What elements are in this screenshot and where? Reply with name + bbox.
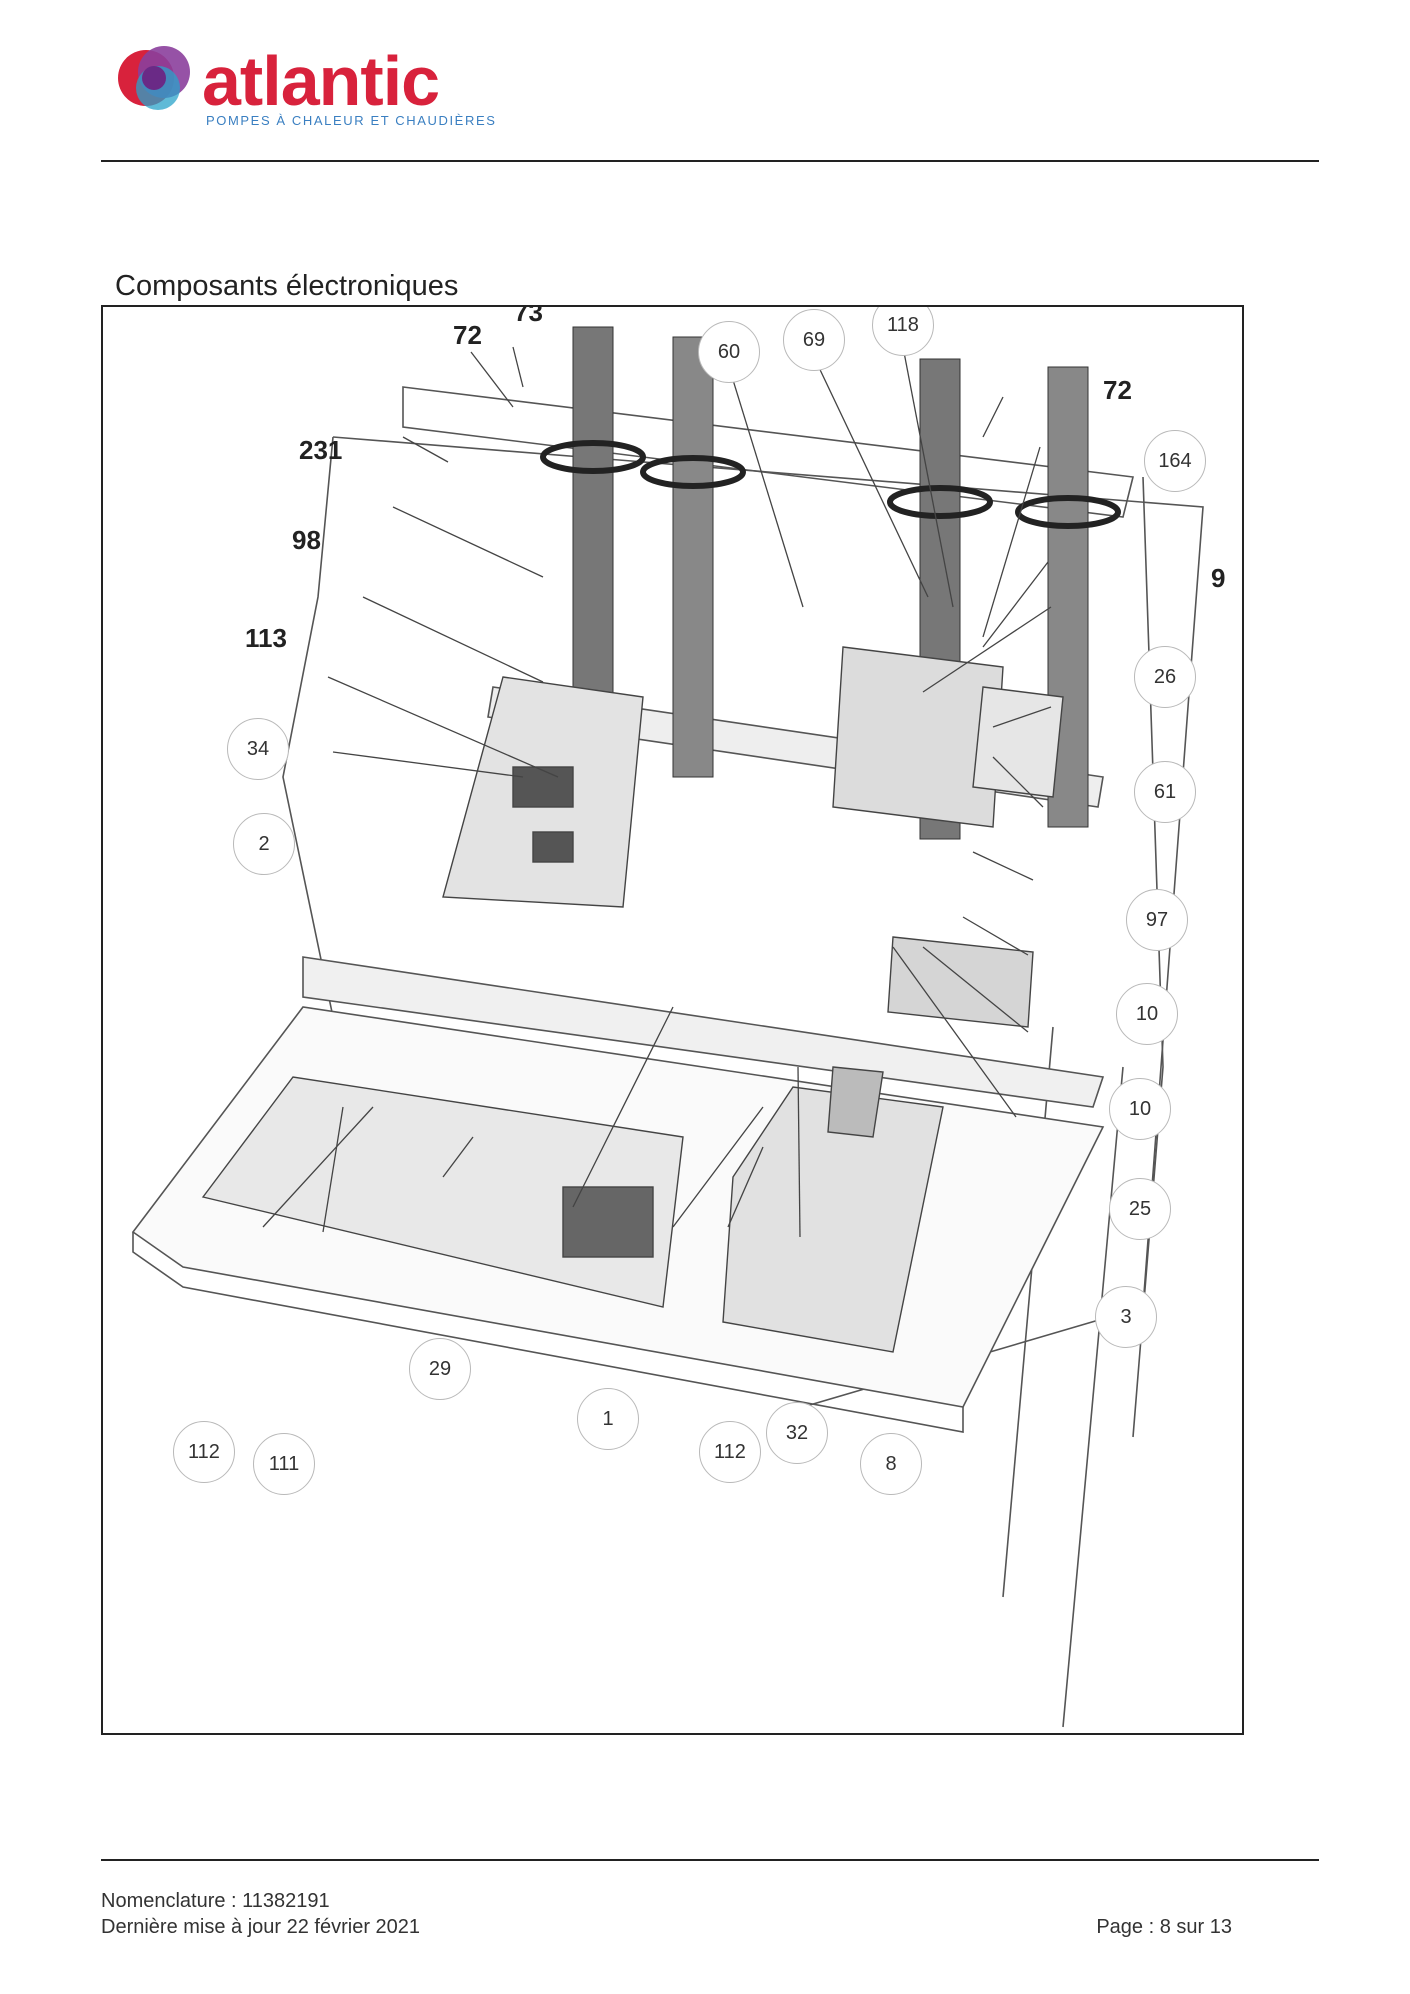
label-98: 98 <box>292 525 321 555</box>
callout-2: 2 <box>233 813 295 875</box>
callout-112-b: 112 <box>699 1421 761 1483</box>
label-72-a: 72 <box>453 320 482 350</box>
callout-118: 118 <box>872 307 934 356</box>
footer-divider <box>101 1859 1319 1861</box>
terminal-block-right <box>887 936 1034 1028</box>
logo-tagline: POMPES À CHALEUR ET CHAUDIÈRES <box>206 113 497 128</box>
callout-164: 164 <box>1144 430 1206 492</box>
diagram-drawing <box>131 326 1204 1728</box>
callout-60: 60 <box>698 321 760 383</box>
callout-10-b: 10 <box>1109 1078 1171 1140</box>
callout-8: 8 <box>860 1433 922 1495</box>
logo-mark-icon <box>118 46 190 110</box>
callout-112-a: 112 <box>173 1421 235 1483</box>
cabinet-left-wall <box>282 436 334 1018</box>
cabinet-long-edge-2 <box>1062 1066 1124 1728</box>
footer-page-number: Page : 8 sur 13 <box>1096 1916 1232 1938</box>
footer-updated: Dernière mise à jour 22 février 2021 <box>101 1916 421 1938</box>
callout-25: 25 <box>1109 1178 1171 1240</box>
header-divider <box>101 160 1319 162</box>
callout-61: 61 <box>1134 761 1196 823</box>
callout-layer: 60 69 118 164 26 61 97 10 10 25 3 34 2 2… <box>103 305 1242 1733</box>
contactor-block <box>832 646 1004 828</box>
label-113: 113 <box>245 623 287 653</box>
secondary-pcb <box>722 1086 944 1353</box>
callout-34: 34 <box>227 718 289 780</box>
section-title: Composants électroniques <box>115 270 459 302</box>
logo-wordmark: atlantic <box>202 42 440 120</box>
exploded-diagram: 60 69 118 164 26 61 97 10 10 25 3 34 2 2… <box>101 305 1244 1735</box>
relay-block <box>972 686 1064 798</box>
cabinet-top-rail <box>402 386 1134 518</box>
label-72-b: 72 <box>1103 375 1132 405</box>
callout-97: 97 <box>1126 889 1188 951</box>
callout-69: 69 <box>783 309 845 371</box>
callout-111: 111 <box>253 1433 315 1495</box>
callout-1: 1 <box>577 1388 639 1450</box>
callout-29: 29 <box>409 1338 471 1400</box>
callout-10-a: 10 <box>1116 983 1178 1045</box>
hinge-plate <box>302 956 1105 1108</box>
label-9: 9 <box>1211 563 1226 593</box>
label-73: 73 <box>514 305 543 327</box>
fuse-holder <box>827 1066 884 1138</box>
callout-32: 32 <box>766 1402 828 1464</box>
atlantic-logo: atlantic POMPES À CHALEUR ET CHAUDIÈRES <box>112 36 495 136</box>
footer-nomenclature: Nomenclature : 11382191 <box>101 1890 330 1912</box>
label-231: 231 <box>299 435 343 465</box>
callout-3: 3 <box>1095 1286 1157 1348</box>
callout-26: 26 <box>1134 646 1196 708</box>
